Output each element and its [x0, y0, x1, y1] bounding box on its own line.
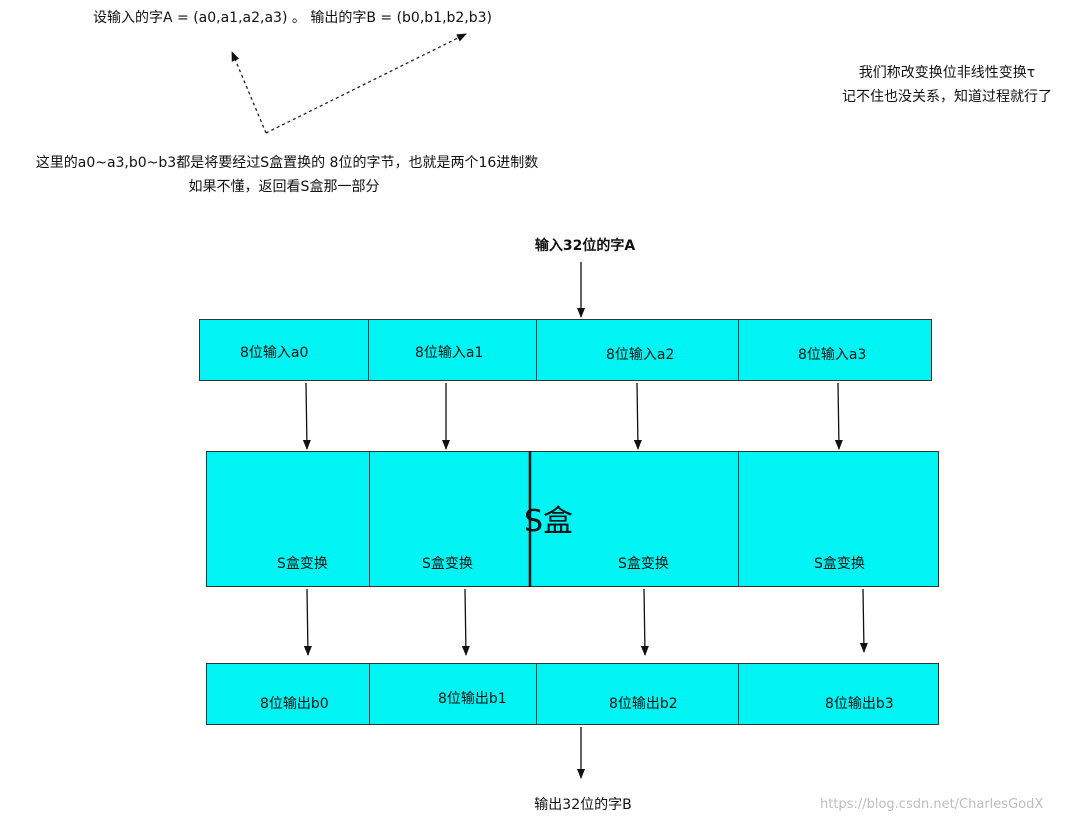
sbox-cell-label: S盒变换: [814, 556, 865, 572]
input-cell-a3: 8位输入a3: [738, 319, 932, 381]
sbox-cell-2: S盒变换: [530, 451, 739, 587]
sbox-cell-3: S盒变换: [738, 451, 939, 587]
output-cell-label: 8位输出b0: [260, 696, 329, 712]
input-cell-a2: 8位输入a2: [536, 319, 739, 381]
dashed-arrow-to-A: [231, 51, 267, 134]
output-word-label: 输出32位的字B: [534, 797, 632, 813]
input-cell-label: 8位输入a1: [415, 345, 484, 361]
output-cell-b1: 8位输出b1: [369, 663, 537, 725]
sbox-cell-1: S盒变换: [369, 451, 531, 587]
input-cell-label: 8位输入a0: [240, 345, 309, 361]
arrow-a0-to-sbox: [302, 382, 311, 450]
input-word-label: 输入32位的字A: [534, 238, 636, 254]
output-cell-b3: 8位输出b3: [738, 663, 939, 725]
explanation-line-2: 如果不懂，返回看S盒那一部分: [188, 179, 380, 195]
arrow-a2-to-sbox: [633, 382, 642, 450]
output-cell-label: 8位输出b3: [825, 696, 894, 712]
input-cell-a1: 8位输入a1: [368, 319, 537, 381]
arrow-sbox-to-b2: [640, 588, 649, 656]
arrow-a3-to-sbox: [834, 382, 843, 450]
explanation-line-1: 这里的a0~a3,b0~b3都是将要经过S盒置换的 8位的字节，也就是两个16进…: [35, 155, 539, 171]
input-cell-label: 8位输入a3: [798, 347, 867, 363]
arrow-sbox-to-b0: [303, 588, 312, 656]
sbox-title: S盒: [524, 504, 574, 539]
definition-text: 设输入的字A = (a0,a1,a2,a3) 。 输出的字B = (b0,b1,…: [93, 10, 493, 26]
output-cell-b0: 8位输出b0: [206, 663, 370, 725]
output-cell-b2: 8位输出b2: [536, 663, 739, 725]
sbox-cell-label: S盒变换: [618, 556, 669, 572]
tau-note-line-1: 我们称改变换位非线性变换τ: [858, 65, 1036, 81]
watermark: https://blog.csdn.net/CharlesGodX: [820, 797, 1044, 812]
output-cell-label: 8位输出b1: [438, 691, 507, 707]
arrow-sbox-to-b3: [859, 588, 868, 653]
sbox-cell-label: S盒变换: [277, 556, 328, 572]
sbox-cell-0: S盒变换: [206, 451, 370, 587]
input-cell-label: 8位输入a2: [606, 347, 675, 363]
sbox-cell-label: S盒变换: [422, 556, 473, 572]
dashed-arrow-to-B: [265, 33, 467, 134]
arrow-sbox-to-b1: [461, 588, 470, 656]
tau-note-line-2: 记不住也没关系，知道过程就行了: [842, 89, 1052, 105]
output-cell-label: 8位输出b2: [609, 696, 678, 712]
